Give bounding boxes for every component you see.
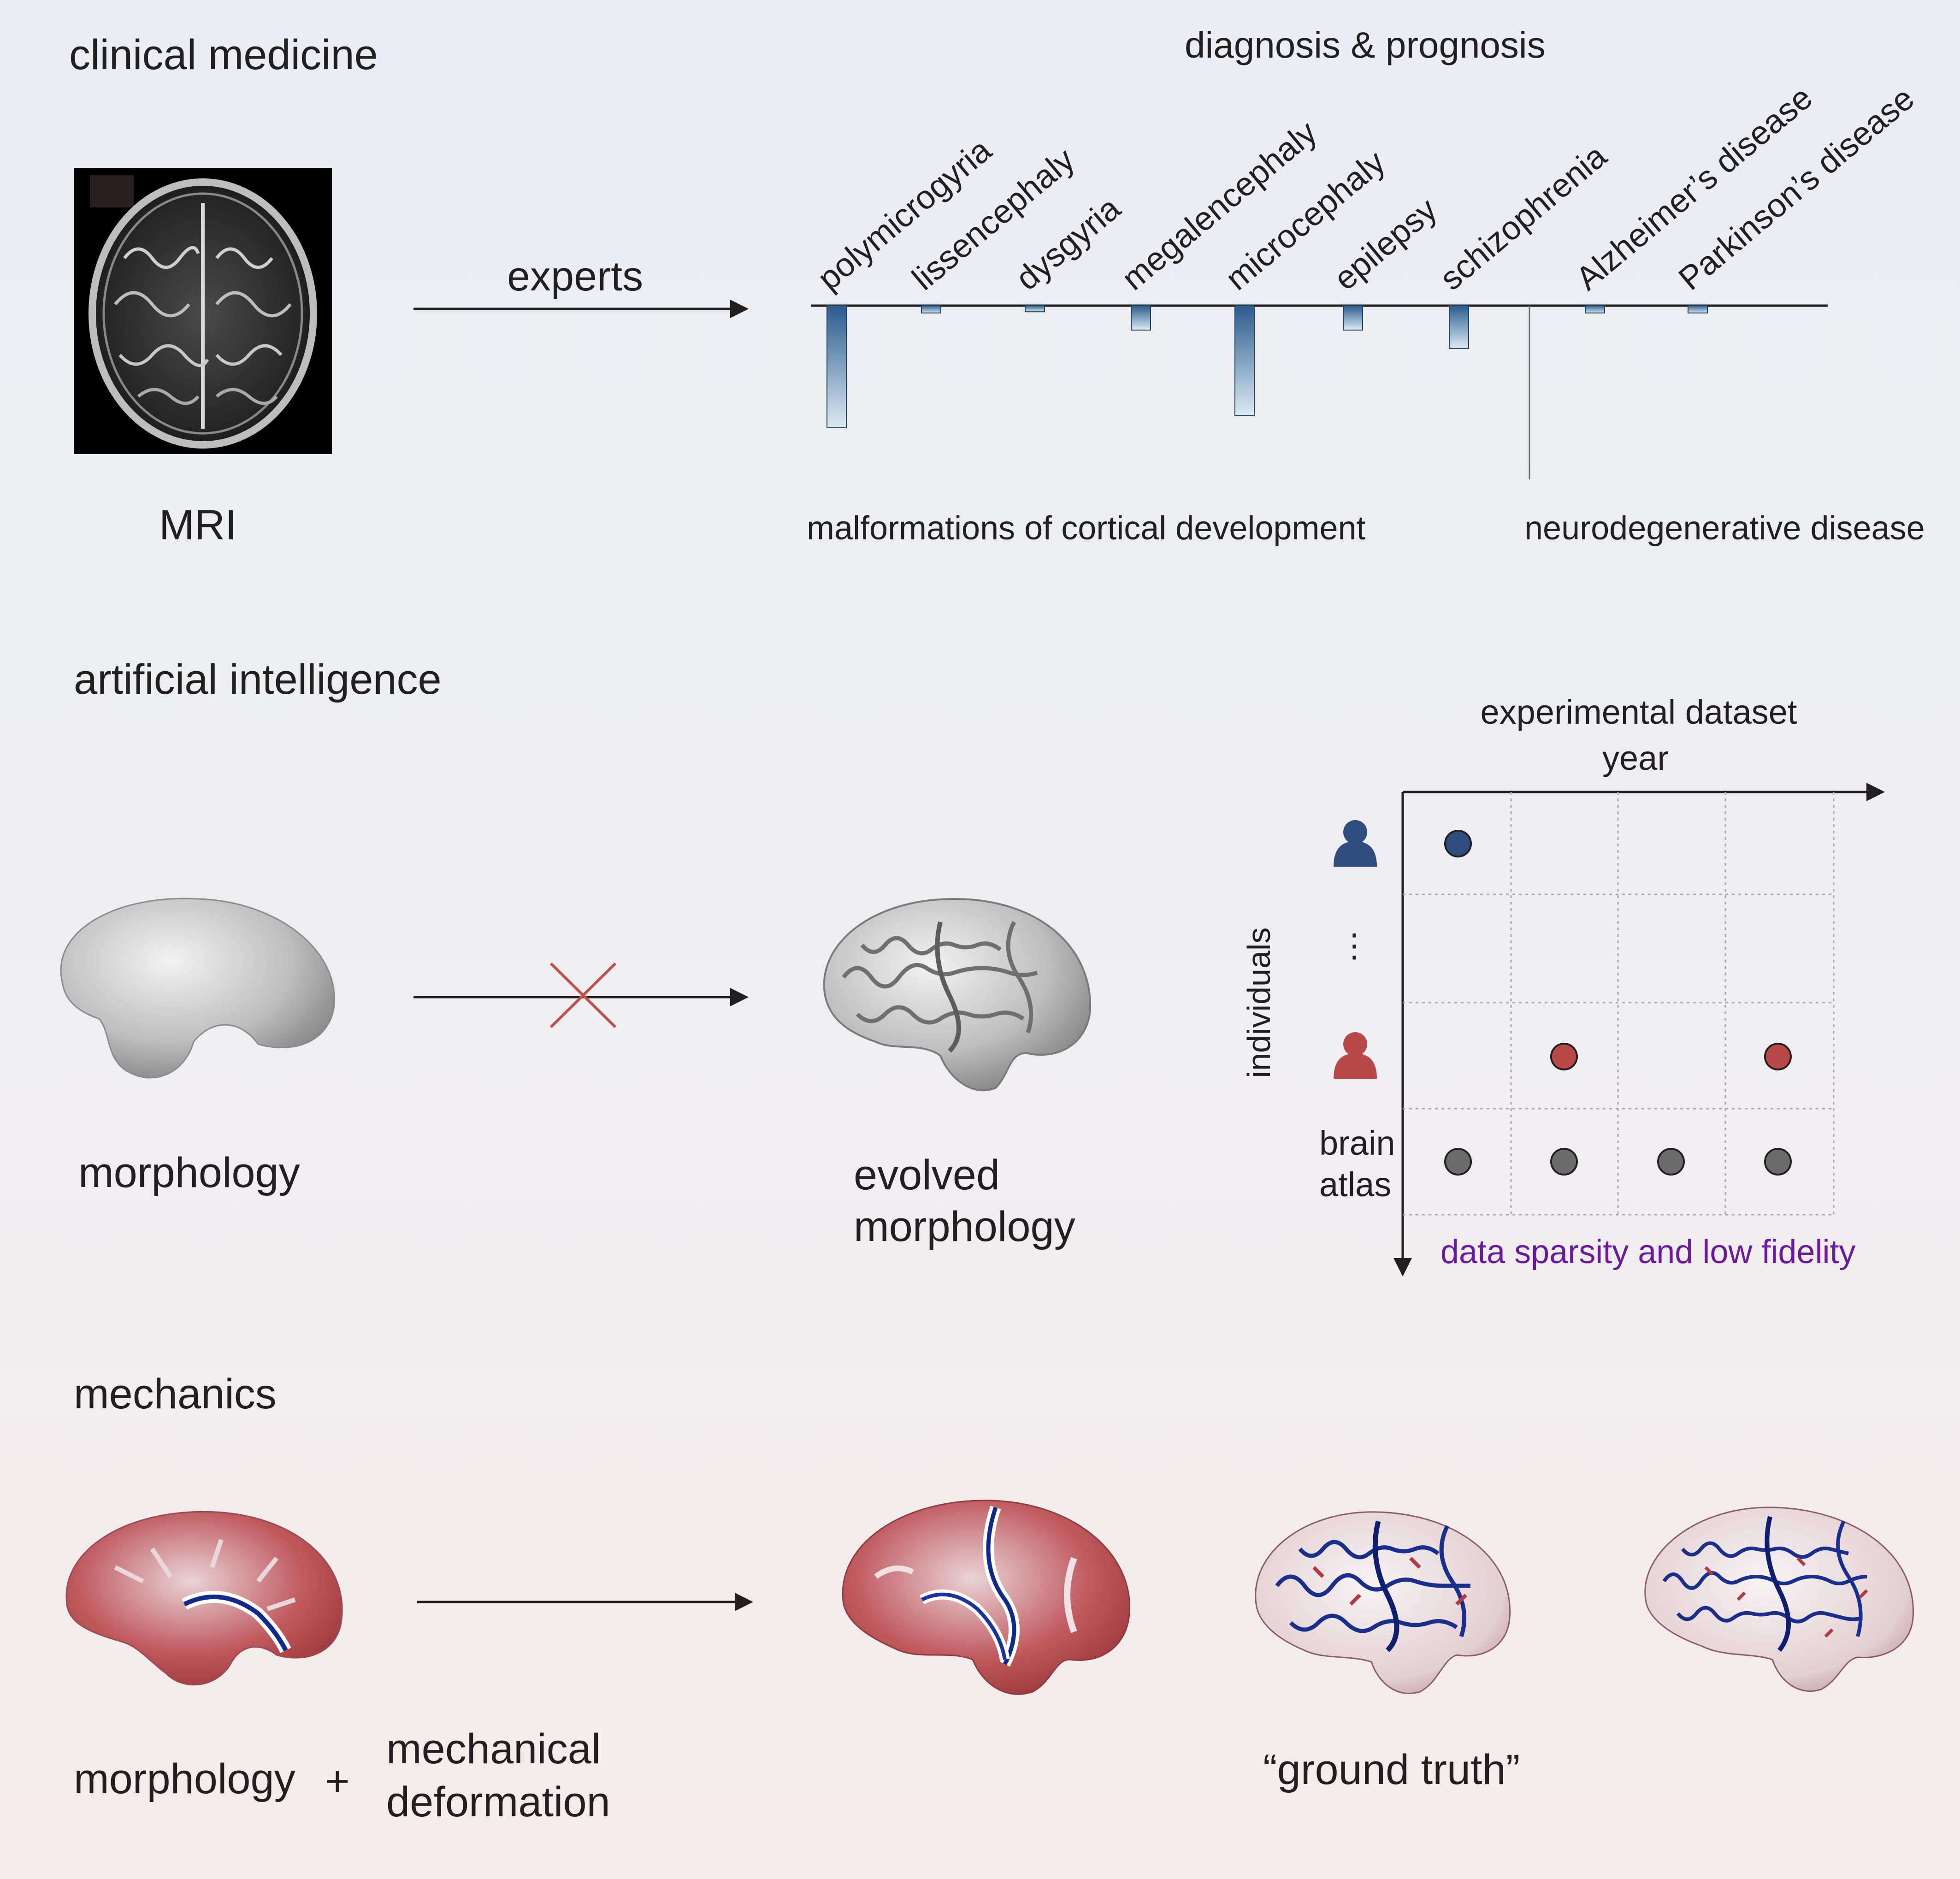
chart-bars	[827, 305, 1708, 428]
sparsity-caption: data sparsity and low fidelity	[1440, 1234, 1855, 1270]
chart-title: diagnosis & prognosis	[1185, 24, 1546, 65]
bar-polymicrogyria	[827, 305, 847, 428]
bar-megalencephaly	[1131, 305, 1151, 331]
data-dot-grey	[1764, 1148, 1792, 1176]
experts-label: experts	[507, 254, 643, 300]
grid-title-line1: experimental dataset	[1481, 693, 1797, 731]
mri-label: MRI	[159, 502, 237, 549]
data-dot-grey	[1444, 1148, 1472, 1176]
data-dot-grey	[1550, 1148, 1578, 1176]
atlas-label-line1: brain	[1319, 1124, 1395, 1162]
ground-truth-label: “ground truth”	[1263, 1746, 1520, 1793]
data-dot-red	[1764, 1043, 1792, 1070]
section-title-ai: artificial intelligence	[74, 656, 442, 703]
cross-icon	[549, 962, 617, 1028]
grid-title-line2: year	[1602, 739, 1669, 777]
ellipsis-label: ⋮	[1338, 928, 1370, 963]
plus-sign: +	[325, 1758, 350, 1805]
bar-alzheimer-s-disease	[1585, 305, 1605, 313]
mech-morphology-label: morphology	[74, 1755, 295, 1802]
bar-schizophrenia	[1449, 305, 1469, 349]
data-dot-blue	[1444, 830, 1472, 857]
smooth-brain-deformation-image	[65, 1511, 343, 1686]
bar-epilepsy	[1343, 305, 1363, 331]
group-label-right: neurodegenerative disease	[1524, 510, 1925, 547]
data-dot-red	[1550, 1043, 1578, 1070]
section-title-mechanics: mechanics	[74, 1371, 277, 1418]
mechanics-section: mechanics morphology + mechanical deform…	[65, 1371, 1914, 1826]
red-person-icon	[1334, 1032, 1377, 1079]
individuals-label: individuals	[1241, 928, 1277, 1078]
evolved-label-line2: morphology	[854, 1203, 1075, 1250]
mech-deformation-line2: deformation	[386, 1779, 610, 1826]
folded-brain-image	[823, 898, 1092, 1092]
mri-image	[74, 168, 332, 454]
mid-folding-brain-image	[842, 1500, 1131, 1695]
grid-dots	[1444, 830, 1792, 1176]
grid-lines	[1403, 792, 1835, 1216]
bar-microcephaly	[1234, 305, 1255, 416]
bar-parkinson-s-disease	[1688, 305, 1708, 313]
data-dot-grey	[1657, 1148, 1685, 1176]
mech-deformation-line1: mechanical	[386, 1725, 601, 1773]
bar-dysgyria	[1025, 305, 1045, 313]
smooth-brain-image	[60, 898, 335, 1079]
group-label-left: malformations of cortical development	[807, 510, 1366, 547]
ai-morphology-label: morphology	[78, 1149, 300, 1196]
blue-person-icon	[1334, 820, 1377, 867]
section-title-clinical: clinical medicine	[69, 31, 378, 78]
bar-lissencephaly	[921, 305, 941, 313]
evolved-label-line1: evolved	[854, 1152, 1000, 1199]
ground-truth-brain-2-image	[1644, 1507, 1914, 1692]
ground-truth-brain-1-image	[1255, 1511, 1511, 1695]
ai-section: artificial intelligence morphology evolv…	[60, 656, 1885, 1276]
atlas-label-line2: atlas	[1319, 1165, 1391, 1204]
